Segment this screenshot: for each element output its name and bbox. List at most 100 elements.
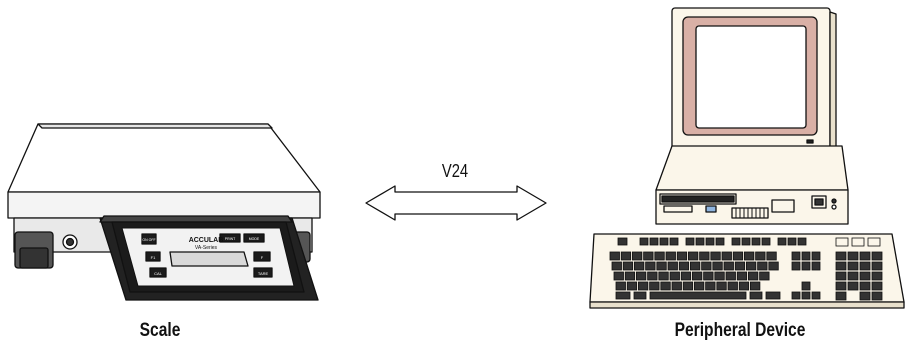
keyboard-key: [694, 281, 705, 291]
keyboard-key: [633, 291, 647, 300]
keyboard-key: [682, 281, 694, 291]
scale-brand: ACCULAB: [189, 237, 224, 244]
keyboard-key: [871, 261, 883, 271]
keyboard-key: [751, 237, 761, 246]
keyboard-key: [649, 291, 747, 300]
keyboard-key: [615, 281, 626, 291]
monitor-power-led: [806, 139, 814, 144]
keyboard-key: [638, 281, 649, 291]
svg-text:CAL: CAL: [154, 271, 163, 276]
key-print: [219, 233, 241, 243]
keyboard-key: [613, 271, 624, 281]
svg-text:MODE: MODE: [249, 237, 260, 241]
key-mode: [243, 233, 265, 243]
keyboard-key: [609, 251, 620, 261]
keyboard-key: [871, 271, 883, 281]
keyboard-key: [859, 251, 871, 261]
keyboard-key: [859, 271, 871, 281]
keyboard-key: [847, 271, 859, 281]
keyboard-key: [721, 251, 732, 261]
svg-text:F1: F1: [151, 255, 156, 260]
keyboard-key: [716, 281, 727, 291]
keyboard-key: [703, 271, 714, 281]
keyboard-key: [649, 237, 659, 246]
keyboard-key: [757, 261, 768, 271]
keyboard-key: [615, 291, 631, 300]
keyboard-key: [777, 237, 787, 246]
keyboard-key: [835, 261, 847, 271]
keyboard-key: [736, 271, 748, 281]
keyboard-key: [714, 271, 725, 281]
keyboard-key: [859, 281, 871, 291]
keyboard-key: [835, 237, 849, 247]
keyboard-key: [835, 291, 847, 301]
keyboard-key: [871, 291, 883, 301]
keyboard-key: [647, 271, 658, 281]
keyboard-key: [620, 251, 632, 261]
keyboard-key: [645, 261, 656, 271]
key-f1: [145, 251, 161, 262]
keyboard-key: [692, 271, 703, 281]
keyboard-key: [636, 271, 647, 281]
keyboard-key: [741, 237, 751, 246]
keyboard-key: [632, 251, 643, 261]
svg-text:F: F: [261, 255, 264, 260]
keyboard-key: [791, 261, 801, 271]
keyboard-key: [835, 251, 847, 261]
keyboard-key: [811, 291, 821, 300]
keyboard-key: [835, 281, 847, 291]
keyboard-key: [787, 237, 797, 246]
key-tare: [253, 267, 273, 278]
keyboard-key: [801, 261, 811, 271]
keyboard-key: [688, 251, 699, 261]
scale-display-window: [169, 251, 249, 267]
keyboard-key: [847, 251, 859, 261]
svg-text:ON OFF: ON OFF: [142, 238, 155, 242]
keyboard-key: [801, 291, 811, 300]
keyboard-key: [669, 271, 680, 281]
v24-bidirectional-arrow: [365, 185, 547, 221]
keyboard-key: [847, 261, 859, 271]
keyboard-key: [639, 237, 649, 246]
keyboard-key: [676, 251, 688, 261]
keyboard-key: [626, 281, 638, 291]
keyboard-key: [766, 251, 777, 261]
scale-platform-top: [7, 123, 321, 193]
keyboard-key: [715, 237, 725, 246]
scale-label: Scale: [139, 320, 181, 341]
key-cal: [149, 267, 167, 278]
keyboard-key: [750, 281, 761, 291]
keyboard-key: [685, 237, 695, 246]
scale-series: VA-Series: [195, 245, 218, 251]
keyboard-key: [654, 251, 665, 261]
keyboard-key: [761, 237, 771, 246]
keyboard-key: [759, 271, 770, 281]
keyboard-key: [680, 271, 692, 281]
svg-text:PRINT: PRINT: [225, 237, 236, 241]
keyboard-key: [695, 237, 705, 246]
keyboard-key: [801, 281, 811, 291]
peripheral-computer-illustration: [589, 7, 905, 309]
keyboard-key: [712, 261, 723, 271]
keyboard-key: [622, 261, 634, 271]
keyboard-key: [705, 237, 715, 246]
keyboard-key: [748, 271, 759, 281]
keyboard-key: [859, 291, 871, 301]
keyboard-key: [690, 261, 701, 271]
keyboard-key: [851, 237, 865, 247]
keyboard-key: [731, 237, 741, 246]
keyboard-key: [749, 291, 763, 300]
keyboard-key: [710, 251, 721, 261]
v24-label: V24: [441, 161, 469, 181]
keyboard-key: [659, 237, 669, 246]
keyboard-key: [665, 251, 676, 261]
keyboard-key: [811, 251, 821, 261]
keyboard-key: [671, 281, 682, 291]
keyboard-key: [723, 261, 734, 271]
keyboard-key-grid: [609, 237, 883, 301]
keyboard-key: [765, 291, 781, 300]
peripheral-device-label: Peripheral Device: [674, 320, 806, 341]
keyboard-key: [871, 281, 883, 291]
key-f2: [253, 251, 271, 262]
